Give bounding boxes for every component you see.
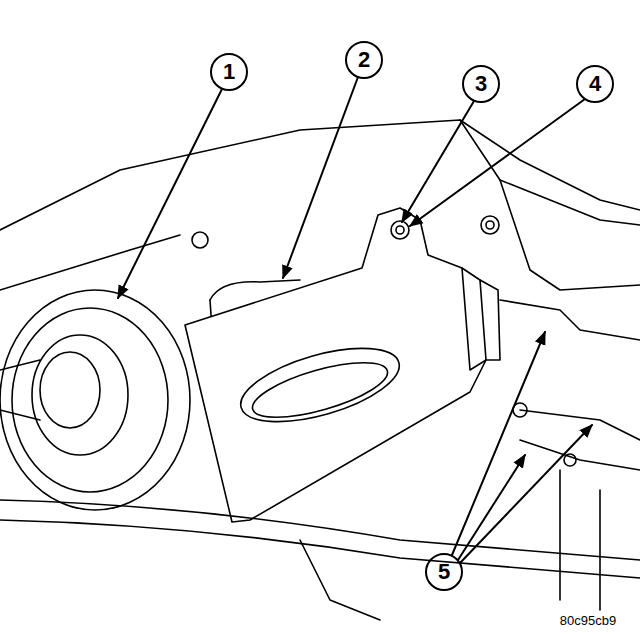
leader-line bbox=[460, 425, 592, 563]
shaft bbox=[0, 360, 40, 420]
callout-circle bbox=[426, 554, 462, 590]
hose bbox=[0, 520, 640, 578]
callout-circle bbox=[577, 66, 613, 102]
shield-flange bbox=[462, 268, 486, 370]
callout-number: 2 bbox=[358, 49, 370, 71]
leader-line bbox=[402, 101, 474, 222]
figure-code: 80c95cb9 bbox=[560, 614, 616, 627]
callout-number: 1 bbox=[223, 61, 235, 83]
body-edge bbox=[0, 235, 180, 290]
leader-line bbox=[458, 455, 525, 560]
callout-circle bbox=[211, 54, 247, 90]
pulley-hub bbox=[40, 352, 100, 428]
bolt-hole bbox=[192, 232, 208, 248]
hose bbox=[0, 500, 640, 560]
callout-circle bbox=[346, 42, 382, 78]
pulley-hub bbox=[32, 335, 128, 455]
pulley bbox=[12, 308, 168, 492]
callout-circle bbox=[463, 66, 499, 102]
line bbox=[500, 300, 640, 340]
callout-number: 4 bbox=[589, 73, 601, 95]
engine-part bbox=[560, 470, 600, 610]
line bbox=[520, 410, 640, 440]
body-edge bbox=[460, 120, 640, 290]
leader-line bbox=[283, 77, 358, 278]
leader-line bbox=[118, 89, 222, 298]
shield-slot bbox=[247, 351, 393, 428]
bolt-head bbox=[486, 221, 494, 229]
body-edge bbox=[0, 120, 640, 230]
bolt-head bbox=[391, 221, 409, 239]
bolt-head bbox=[481, 216, 499, 234]
leader-line bbox=[410, 99, 585, 226]
body-edge bbox=[500, 180, 640, 225]
bolt-head bbox=[564, 454, 576, 466]
pulley bbox=[0, 290, 190, 510]
engine-part bbox=[300, 540, 380, 620]
callout-number: 3 bbox=[475, 73, 487, 95]
line bbox=[520, 440, 640, 470]
callout-number: 5 bbox=[438, 561, 450, 583]
heat-shield bbox=[185, 208, 486, 522]
shield-slot bbox=[233, 334, 407, 437]
bolt-head bbox=[396, 226, 404, 234]
shield-flange bbox=[480, 280, 500, 360]
